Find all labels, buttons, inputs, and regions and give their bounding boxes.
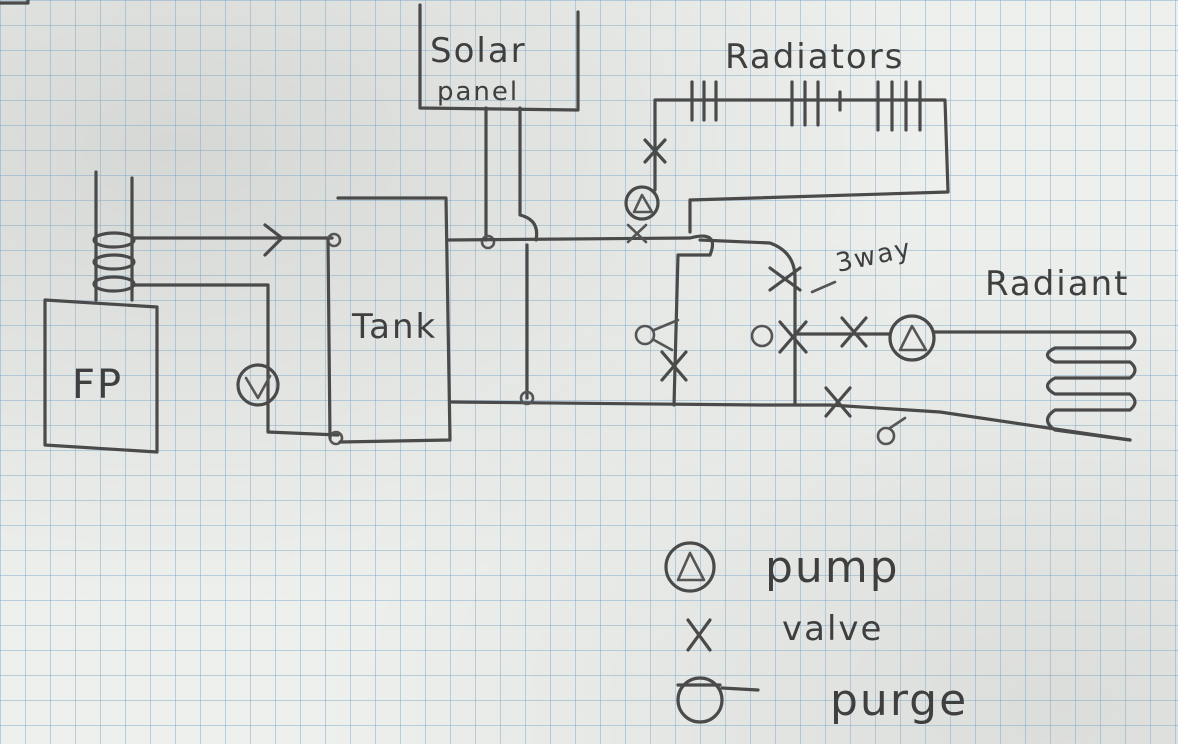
legend-valve-icon (686, 618, 712, 652)
radiator-loop (653, 98, 950, 234)
radiators-label: Radiators (725, 37, 904, 77)
hot-header-right (698, 238, 797, 280)
radiant-return-purge-tail (888, 416, 907, 430)
radiant-return-valve-icon (824, 386, 852, 418)
purge-icon (634, 324, 656, 346)
legend-pump-icon (664, 541, 716, 593)
node (519, 390, 535, 406)
purge-branch (672, 253, 712, 407)
radiator-supply-valve-icon (626, 223, 648, 244)
radiator-pump-triangle (632, 193, 654, 214)
radiant-pump-triangle (898, 324, 928, 352)
solar-label-line2: panel (437, 77, 519, 107)
solar-pipe-b (518, 106, 539, 242)
fp-label: FP (72, 362, 123, 408)
fp-box (43, 298, 159, 454)
three-way-label: 3way (833, 233, 915, 278)
solar-label-line1: Solar (430, 31, 527, 71)
node (326, 232, 342, 248)
radiators-icon (690, 80, 922, 132)
solar-panel-box (418, 3, 580, 112)
radiant-three-way-valve-icon (778, 320, 808, 354)
three-way-pointer (810, 280, 837, 294)
radiant-supply-valve-icon (840, 316, 868, 348)
three-way-valve-icon (768, 266, 802, 292)
legend-valve-label: valve (782, 609, 883, 649)
radiant-label: Radiant (985, 264, 1129, 304)
radiant-purge-icon (750, 324, 774, 348)
radiant-pump-icon (888, 314, 936, 362)
legend: pump valve purge (664, 541, 968, 726)
hot-header (446, 234, 715, 257)
legend-purge-icon (676, 676, 724, 724)
flow-arrow (263, 223, 284, 257)
fp-coil (92, 170, 136, 302)
fp-pump-icon (236, 363, 280, 407)
radiator-valve-icon (643, 138, 667, 164)
return-pipe (130, 283, 340, 437)
node (480, 234, 496, 250)
legend-pump-label: pump (765, 542, 900, 593)
tank-vertical-pipe (326, 238, 332, 440)
purge-icon-tail (652, 318, 680, 352)
return-header (448, 400, 832, 407)
tank-label: Tank (351, 307, 437, 347)
radiator-pump-icon (624, 185, 660, 221)
legend-purge-label: purge (830, 675, 968, 726)
tank-box (336, 196, 452, 444)
radiant-return-line (828, 403, 1132, 442)
fp-pump-triangle (244, 374, 272, 400)
legend-pump-triangle (676, 551, 706, 582)
purge-valve-icon (660, 350, 688, 382)
legend-purge-tail (676, 683, 760, 692)
radiant-return-purge-icon (876, 426, 896, 446)
radiant-coil (1045, 330, 1137, 442)
corner-line (0, 0, 30, 5)
